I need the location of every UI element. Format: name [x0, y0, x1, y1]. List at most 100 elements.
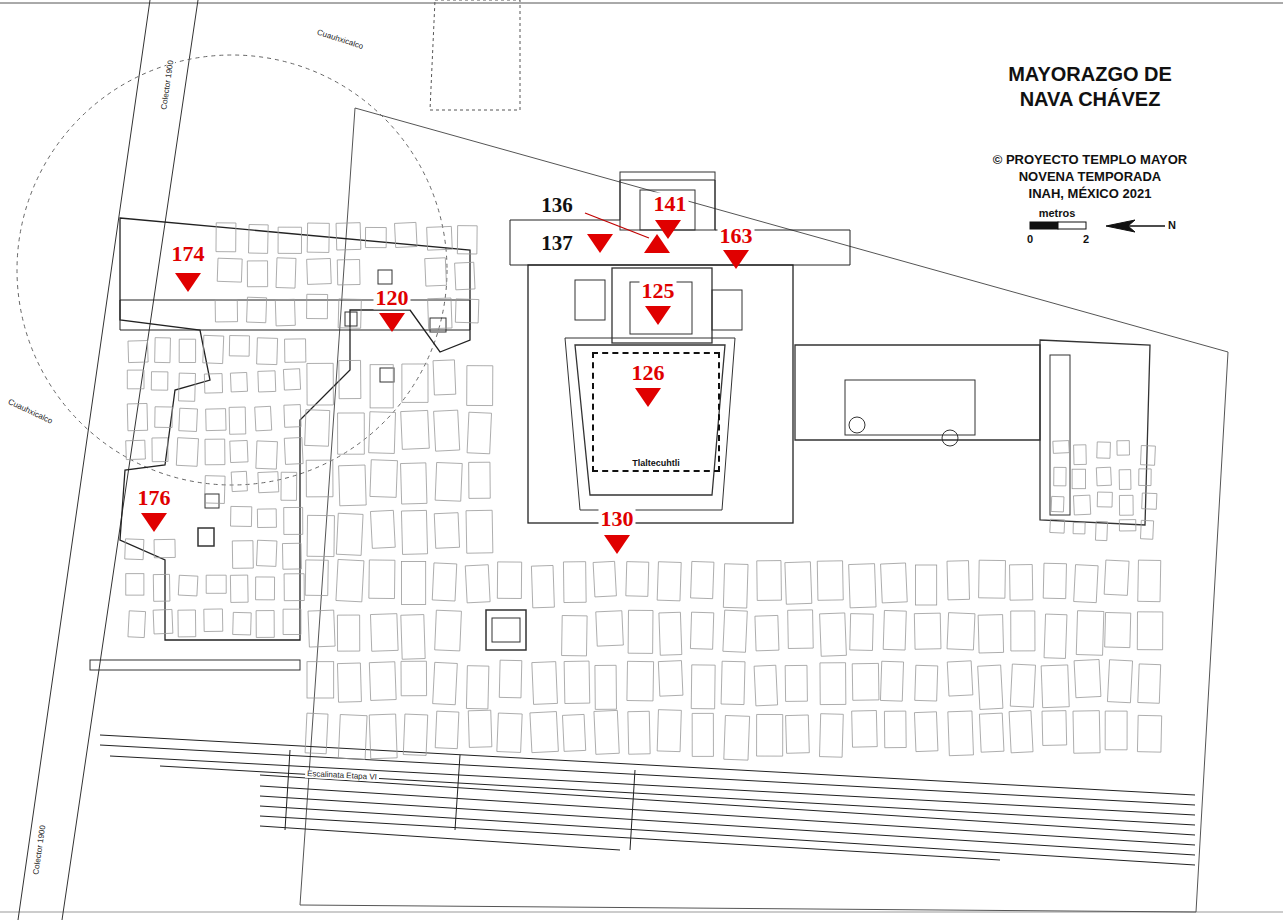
- paving-stone: [723, 564, 748, 608]
- paving-stone: [1119, 520, 1136, 531]
- paving-stone: [308, 610, 335, 647]
- paving-stone: [1072, 469, 1085, 489]
- paving-stone: [336, 559, 364, 601]
- paving-stone: [979, 560, 1006, 598]
- feature-label: Cuauhxicalco: [314, 28, 366, 52]
- paving-stone: [339, 465, 367, 506]
- paving-stone: [229, 407, 246, 434]
- map-title: MAYORAZGO DE NAVA CHÁVEZ: [995, 62, 1185, 112]
- paving-stone: [179, 408, 198, 431]
- paving-stone: [562, 714, 585, 751]
- paving-stone: [307, 223, 329, 252]
- paving-stone: [1054, 467, 1066, 486]
- paving-stone: [307, 294, 328, 318]
- paving-stone: [1096, 467, 1111, 486]
- paving-stone: [370, 365, 393, 408]
- paving-stone: [1074, 659, 1101, 697]
- paving-stone: [284, 574, 304, 601]
- paving-stone: [978, 665, 1003, 709]
- paving-stone: [499, 660, 522, 698]
- paving-stone: [435, 711, 459, 749]
- paving-stone: [594, 710, 619, 754]
- paving-stone: [723, 610, 747, 652]
- paving-stone: [395, 222, 418, 247]
- callout-number: 163: [718, 224, 755, 247]
- paving-stone: [204, 374, 222, 394]
- paving-stone: [786, 715, 810, 753]
- paving-stone: [206, 575, 226, 593]
- paving-stone: [562, 616, 588, 656]
- paving-stone: [231, 471, 247, 491]
- paving-stone: [306, 460, 333, 497]
- paving-stone: [427, 226, 453, 250]
- paving-stone: [820, 663, 846, 705]
- paving-stone: [721, 661, 745, 704]
- paving-stone: [230, 372, 247, 391]
- paving-stone: [256, 577, 275, 600]
- paving-stone: [947, 613, 975, 650]
- paving-stone: [370, 510, 395, 548]
- paving-stone: [692, 713, 713, 756]
- paving-stone: [1119, 495, 1133, 515]
- paving-stone: [338, 715, 367, 760]
- paving-stone: [596, 611, 624, 646]
- paving-stone: [914, 712, 937, 752]
- paving-stone: [1053, 441, 1069, 454]
- paving-stone: [1095, 521, 1107, 540]
- paving-stone: [914, 613, 941, 649]
- paving-stone: [126, 574, 144, 595]
- north-label: N: [1168, 220, 1176, 232]
- paving-stone: [915, 565, 936, 605]
- paving-stone: [307, 258, 332, 284]
- collector-label: Colector 1900: [32, 823, 48, 877]
- paving-stone: [402, 562, 426, 605]
- callout-number: 141: [652, 192, 689, 215]
- paving-stone: [1137, 715, 1161, 752]
- paving-stone: [691, 665, 715, 709]
- paving-stone: [455, 299, 479, 323]
- paving-stone: [369, 560, 395, 599]
- paving-stone: [256, 540, 276, 566]
- paving-stone: [948, 711, 974, 756]
- paving-stone: [532, 662, 558, 705]
- paving-stone: [1010, 565, 1033, 601]
- paving-stone: [307, 515, 334, 556]
- paving-stone: [215, 300, 237, 322]
- paving-stone: [128, 611, 146, 638]
- paving-stone: [401, 510, 427, 554]
- paving-stone: [433, 360, 456, 395]
- callout-number: 120: [374, 286, 411, 309]
- paving-stone: [256, 441, 278, 469]
- paving-stone: [401, 463, 427, 504]
- paving-stone: [205, 476, 226, 504]
- paving-stone: [881, 563, 908, 603]
- paving-stone: [433, 662, 458, 704]
- paving-stone: [1104, 560, 1129, 595]
- paving-stone: [979, 713, 1004, 752]
- paving-stone: [217, 258, 242, 282]
- paving-stone: [628, 711, 650, 754]
- paving-stone: [305, 410, 330, 447]
- paving-stone: [724, 715, 750, 760]
- paving-stone: [229, 336, 249, 357]
- paving-stone: [258, 371, 276, 392]
- paving-stone: [883, 610, 906, 650]
- callout-number: 125: [640, 279, 677, 302]
- paving-stone: [153, 609, 173, 634]
- paving-stone: [128, 341, 148, 363]
- paving-stone: [151, 372, 168, 390]
- paving-stone: [1142, 493, 1157, 509]
- paving-stone: [258, 472, 279, 493]
- paving-stone: [126, 440, 146, 459]
- paving-stone: [690, 612, 713, 649]
- paving-stone: [153, 574, 170, 601]
- credit-line: NOVENA TEMPORADA: [1019, 170, 1162, 184]
- paving-stone: [206, 409, 226, 431]
- paving-stone: [179, 373, 196, 401]
- paving-stone: [1010, 664, 1035, 707]
- paving-stone: [307, 662, 334, 698]
- paving-stone: [531, 565, 554, 607]
- paving-stone: [657, 562, 681, 601]
- paving-stone: [284, 405, 301, 428]
- paving-stone: [285, 339, 306, 362]
